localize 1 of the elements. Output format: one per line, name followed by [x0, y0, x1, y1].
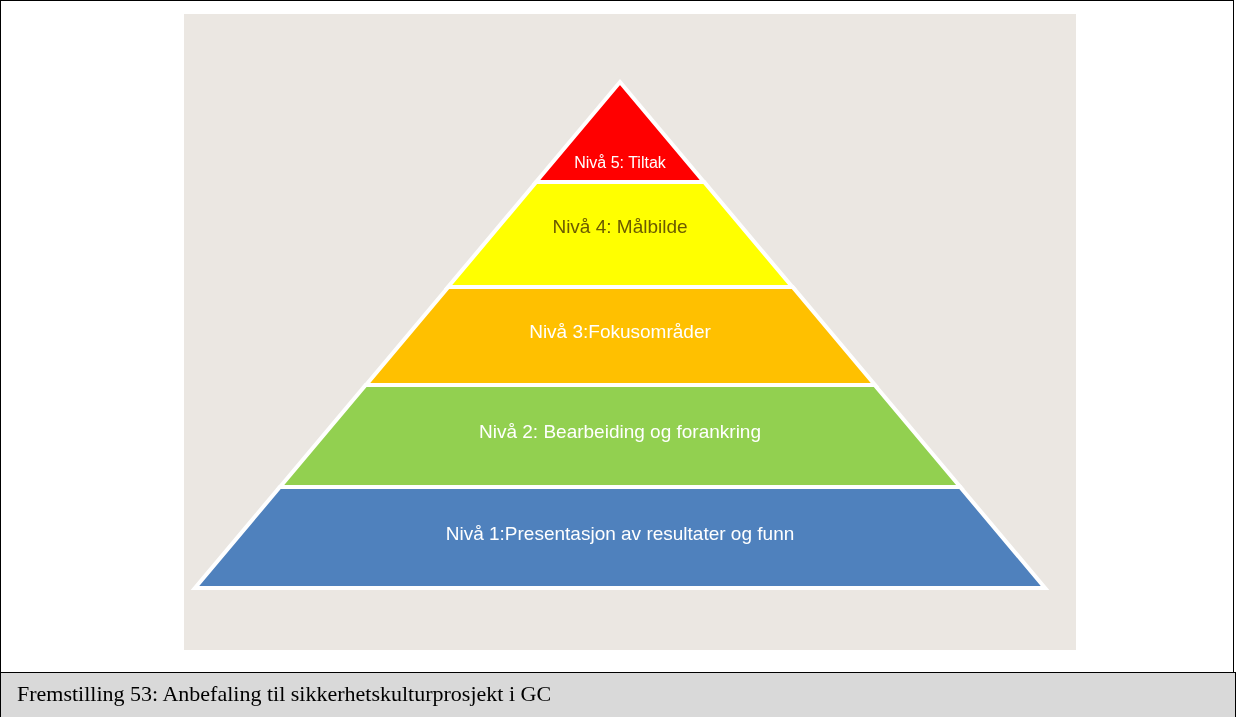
caption: Fremstilling 53: Anbefaling til sikkerhetskulturprosjekt i GC	[0, 672, 1236, 717]
